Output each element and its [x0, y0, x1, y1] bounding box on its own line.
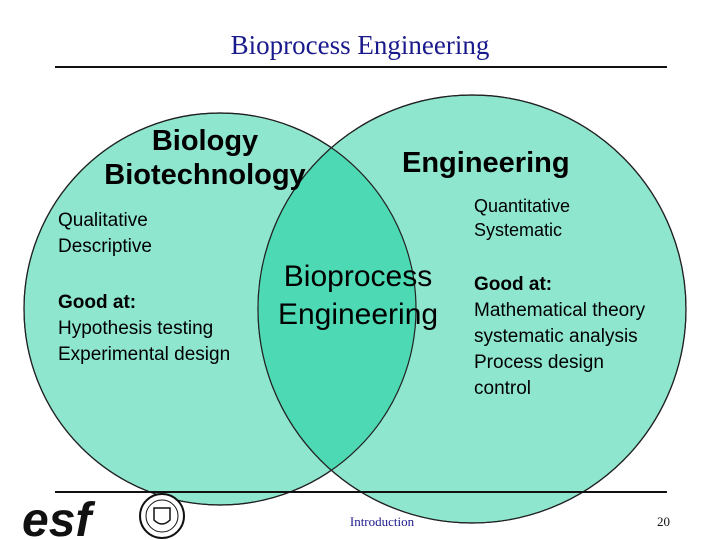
left-trait: Descriptive [58, 236, 152, 257]
left-trait: Qualitative [58, 210, 148, 231]
title-divider [55, 66, 667, 68]
left-good-at: Good at: Hypothesis testing Experimental… [58, 290, 230, 368]
right-good-at-item: Mathematical theory [474, 300, 646, 321]
right-good-at-item: control [474, 378, 532, 399]
left-good-at-item: Hypothesis testing [58, 318, 214, 339]
svg-text:esf: esf [22, 494, 95, 540]
overlap-region [258, 113, 416, 505]
right-good-at-label: Good at: [474, 274, 553, 295]
left-circle-title: Biology Biotechnology [100, 124, 310, 192]
right-traits: Quantitative Systematic [474, 194, 570, 242]
right-good-at-item: systematic analysis [474, 326, 638, 347]
overlap-line2: Engineering [277, 298, 439, 331]
right-trait: Systematic [474, 220, 563, 240]
footer-label: Introduction [349, 514, 415, 529]
overlap-line1: Bioprocess [283, 260, 433, 293]
footer-divider [55, 491, 667, 493]
right-circle-title: Engineering [402, 147, 570, 179]
left-title-line2: Biotechnology [104, 159, 306, 191]
left-good-at-label: Good at: [58, 292, 137, 313]
right-trait: Quantitative [474, 196, 571, 216]
right-good-at: Good at: Mathematical theory systematic … [474, 272, 645, 402]
left-traits: Qualitative Descriptive [58, 208, 152, 260]
left-title-line1: Biology [151, 125, 259, 157]
left-good-at-item: Experimental design [58, 344, 231, 365]
slide-title: Bioprocess Engineering [230, 30, 490, 60]
right-good-at-item: Process design [474, 352, 604, 373]
esf-logo: esf [22, 493, 185, 540]
page-number: 20 [657, 514, 670, 529]
overlap-label: Bioprocess Engineering [268, 258, 448, 334]
